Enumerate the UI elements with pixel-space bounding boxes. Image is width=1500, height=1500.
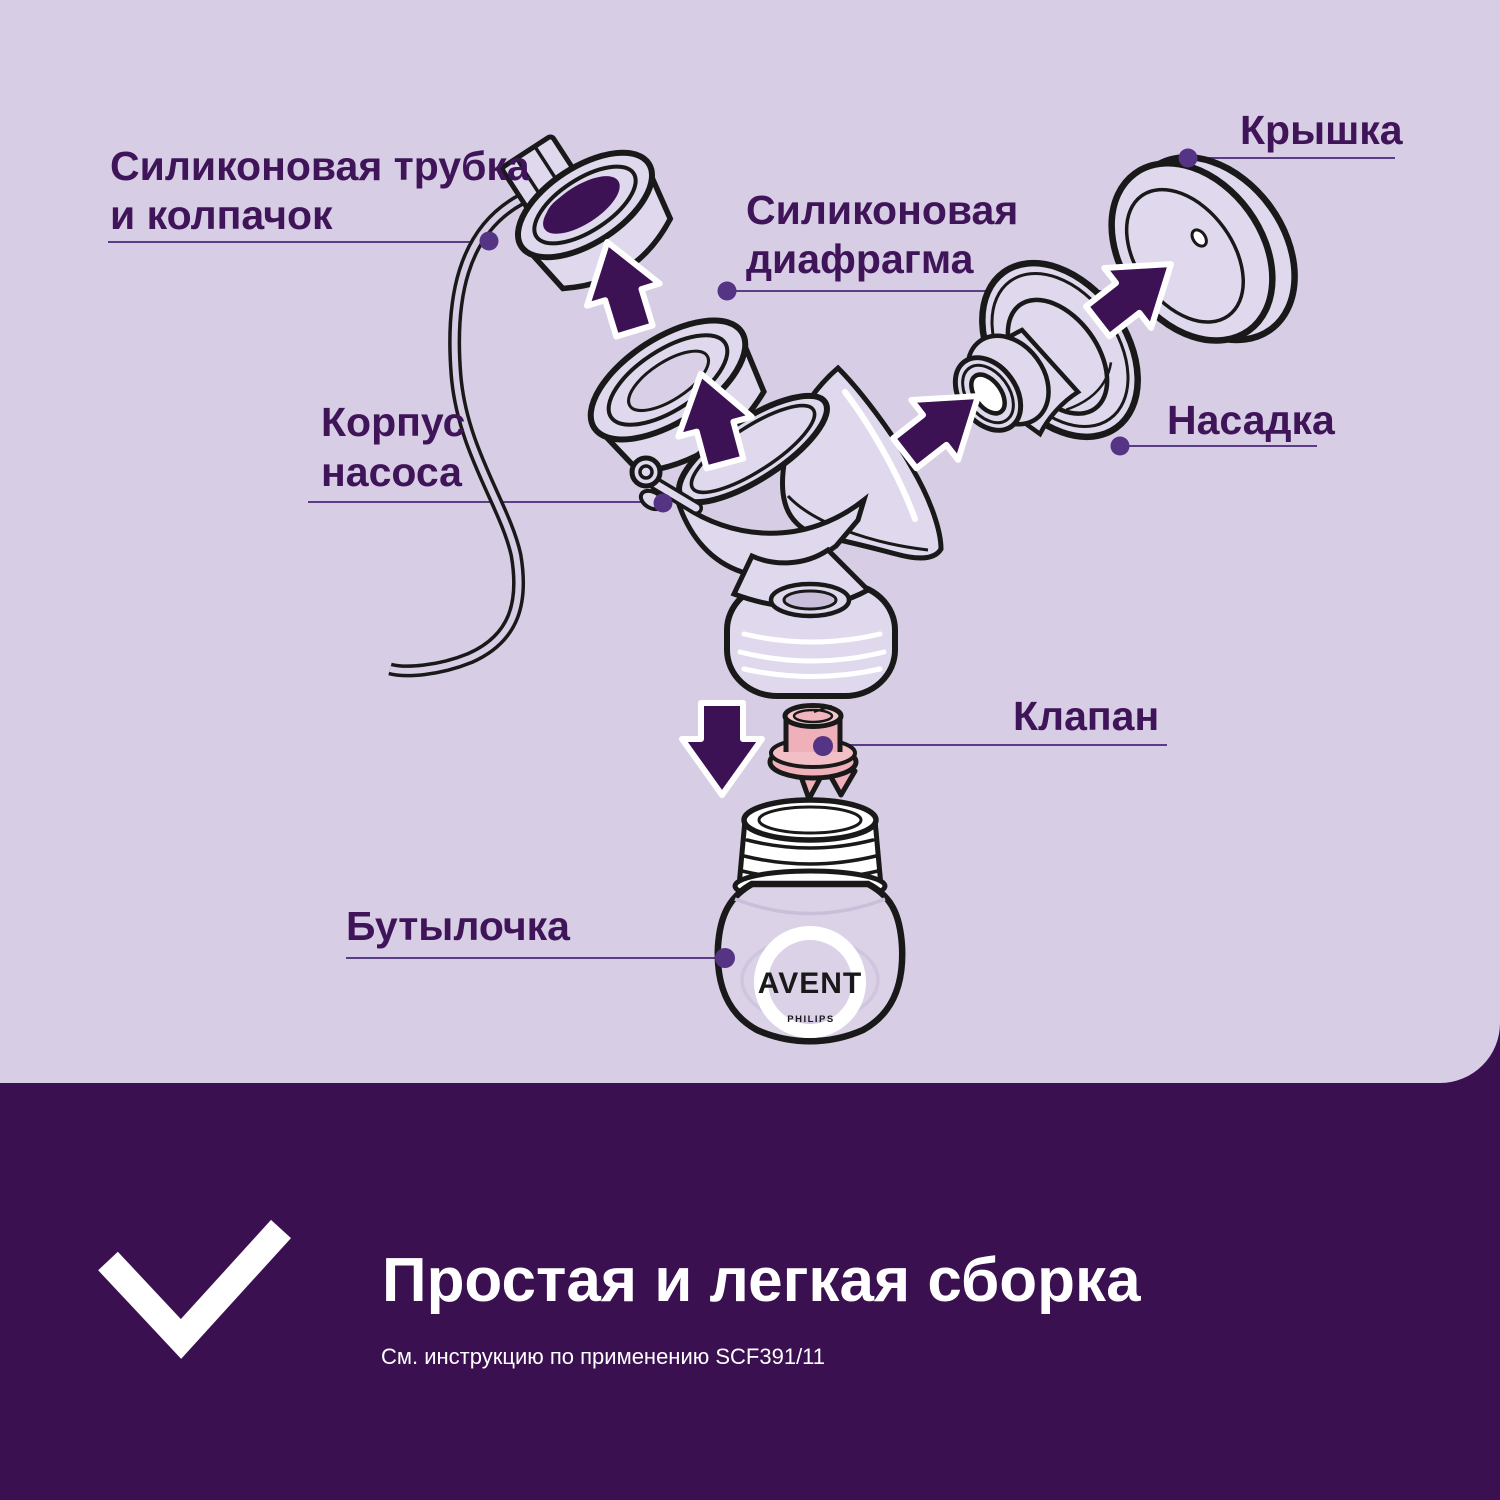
footer-note: См. инструкцию по применению SCF391/11 xyxy=(381,1344,826,1369)
label-pump-body: Корпус насоса xyxy=(321,397,465,497)
arrow-to-diaphragm-icon xyxy=(675,370,755,472)
bottle-logo-ring xyxy=(754,926,866,1038)
label-bottle: Бутылочка xyxy=(346,903,570,949)
label-pump-body-line1: Корпус xyxy=(321,399,466,445)
bottle-maker-text: PHILIPS xyxy=(787,1014,834,1025)
valve-illustration xyxy=(767,703,859,802)
bottle-brand-text: AVENT xyxy=(758,967,862,1000)
label-silicone-tube-line2: и колпачок xyxy=(110,192,333,238)
label-lid: Крышка xyxy=(1240,107,1403,153)
diaphragm-illustration xyxy=(587,317,767,476)
assembly-arrows xyxy=(583,239,1175,798)
silicone-tube-illustration xyxy=(388,194,526,678)
arrow-to-nozzle-icon xyxy=(890,393,982,472)
arrow-to-cap-icon xyxy=(583,239,663,340)
connector-dots xyxy=(479,148,1198,968)
label-diaphragm-line1: Силиконовая xyxy=(746,187,1019,233)
label-valve: Клапан xyxy=(1013,693,1160,739)
label-diaphragm: Силиконовая диафрагма xyxy=(746,186,1018,284)
pump-body-illustration xyxy=(629,364,944,699)
cap-illustration xyxy=(500,134,674,292)
label-diaphragm-line2: диафрагма xyxy=(746,236,974,282)
label-silicone-tube-line1: Силиконовая трубка xyxy=(110,143,530,189)
label-pump-body-line2: насоса xyxy=(321,449,462,495)
bottle-illustration: AVENT PHILIPS xyxy=(714,797,906,1045)
checkmark-icon xyxy=(98,1219,291,1359)
label-nozzle: Насадка xyxy=(1167,397,1335,443)
arrow-down-to-bottle-icon xyxy=(679,700,765,798)
arrow-to-lid-icon xyxy=(1083,261,1175,340)
footer-headline: Простая и легкая сборка xyxy=(382,1246,1141,1315)
label-silicone-tube: Силиконовая трубка и колпачок xyxy=(110,142,530,240)
